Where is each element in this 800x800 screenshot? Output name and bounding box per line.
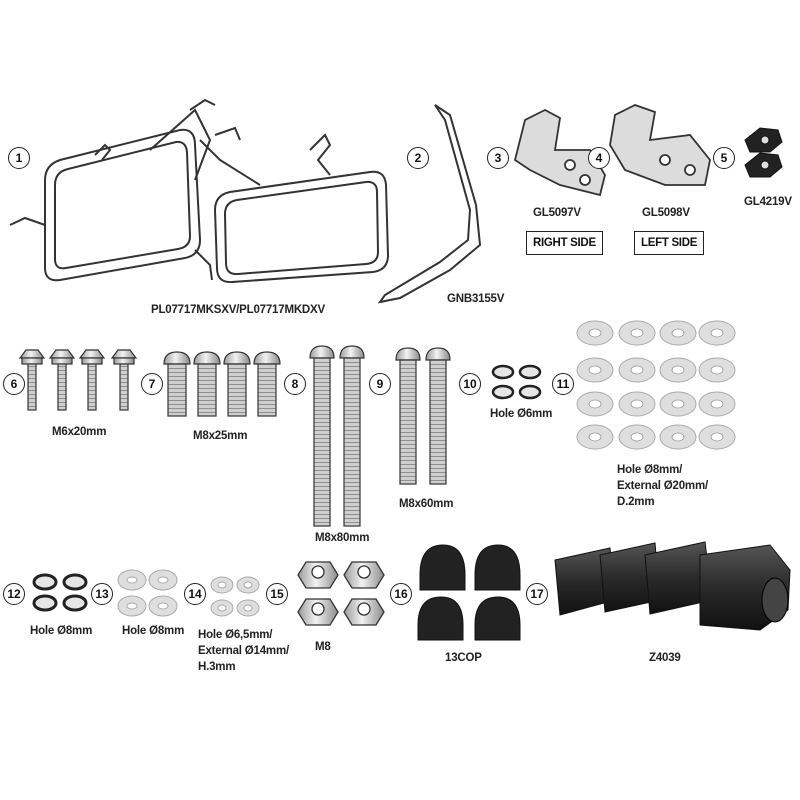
item-number-12: 12 [3, 583, 25, 605]
flat-washers-8mm-part [117, 569, 178, 617]
item-label-4: GL5098V [642, 207, 690, 219]
item-label-7: M8x25mm [193, 430, 248, 442]
item-label-11: Hole Ø8mm/ External Ø20mm/ D.2mm [617, 462, 727, 510]
item-number-9: 9 [369, 373, 391, 395]
item-number-1: 1 [8, 147, 30, 169]
item-label-8: M8x80mm [315, 532, 370, 544]
item-label-9: M8x60mm [399, 498, 454, 510]
clips-part [744, 127, 783, 178]
item-label-16: 13COP [445, 652, 482, 664]
item-label-15: M8 [315, 641, 331, 653]
item-label-5: GL4219V [744, 196, 792, 208]
nuts-m8-part [297, 561, 385, 626]
item-number-16: 16 [390, 583, 412, 605]
item-label-11-line-1: Hole Ø8mm/ [617, 464, 683, 476]
side-frame-part [9, 98, 390, 284]
item-number-5: 5 [713, 147, 735, 169]
item-label-13: Hole Ø8mm [122, 625, 185, 637]
item-number-8: 8 [284, 373, 306, 395]
right-side-box: RIGHT SIDE [526, 231, 603, 255]
support-strap-part [377, 104, 482, 304]
item-number-15: 15 [266, 583, 288, 605]
item-label-1: PL07717MKSXV/PL07717MKDXV [151, 304, 325, 316]
item-label-14: Hole Ø6,5mm/ External Ø14mm/ H.3mm [198, 627, 298, 675]
item-number-6: 6 [3, 373, 25, 395]
item-number-14: 14 [184, 583, 206, 605]
item-number-3: 3 [487, 147, 509, 169]
rubber-sleeves-part [554, 541, 791, 631]
item-label-10: Hole Ø6mm [490, 408, 553, 420]
bracket-plates-part [513, 104, 711, 197]
item-label-17: Z4039 [649, 652, 681, 664]
bolts-m8x80-part [309, 345, 365, 527]
spring-washers-8mm-part [32, 573, 88, 612]
item-label-11-line-3: D.2mm [617, 496, 655, 508]
item-label-14-line-3: H.3mm [198, 661, 236, 673]
thick-washers-part [210, 576, 260, 617]
item-label-3: GL5097V [533, 207, 581, 219]
item-number-7: 7 [141, 373, 163, 395]
item-label-14-line-1: Hole Ø6,5mm/ [198, 629, 273, 641]
item-number-4: 4 [588, 147, 610, 169]
bolts-m6x20-part [18, 349, 138, 411]
item-number-13: 13 [91, 583, 113, 605]
item-label-6: M6x20mm [52, 426, 107, 438]
spring-washers-6mm-part [491, 364, 542, 400]
item-number-10: 10 [459, 373, 481, 395]
item-number-11: 11 [552, 373, 574, 395]
flat-washers-20mm-part [576, 320, 736, 450]
item-label-2: GNB3155V [447, 293, 505, 305]
item-label-14-line-2: External Ø14mm/ [198, 645, 289, 657]
item-number-17: 17 [526, 583, 548, 605]
bolts-m8x25-part [163, 351, 281, 417]
nut-caps-part [417, 544, 521, 641]
left-side-box: LEFT SIDE [634, 231, 705, 255]
item-label-12: Hole Ø8mm [30, 625, 93, 637]
item-number-2: 2 [407, 147, 429, 169]
item-label-11-line-2: External Ø20mm/ [617, 480, 708, 492]
bolts-m8x60-part [395, 347, 451, 485]
